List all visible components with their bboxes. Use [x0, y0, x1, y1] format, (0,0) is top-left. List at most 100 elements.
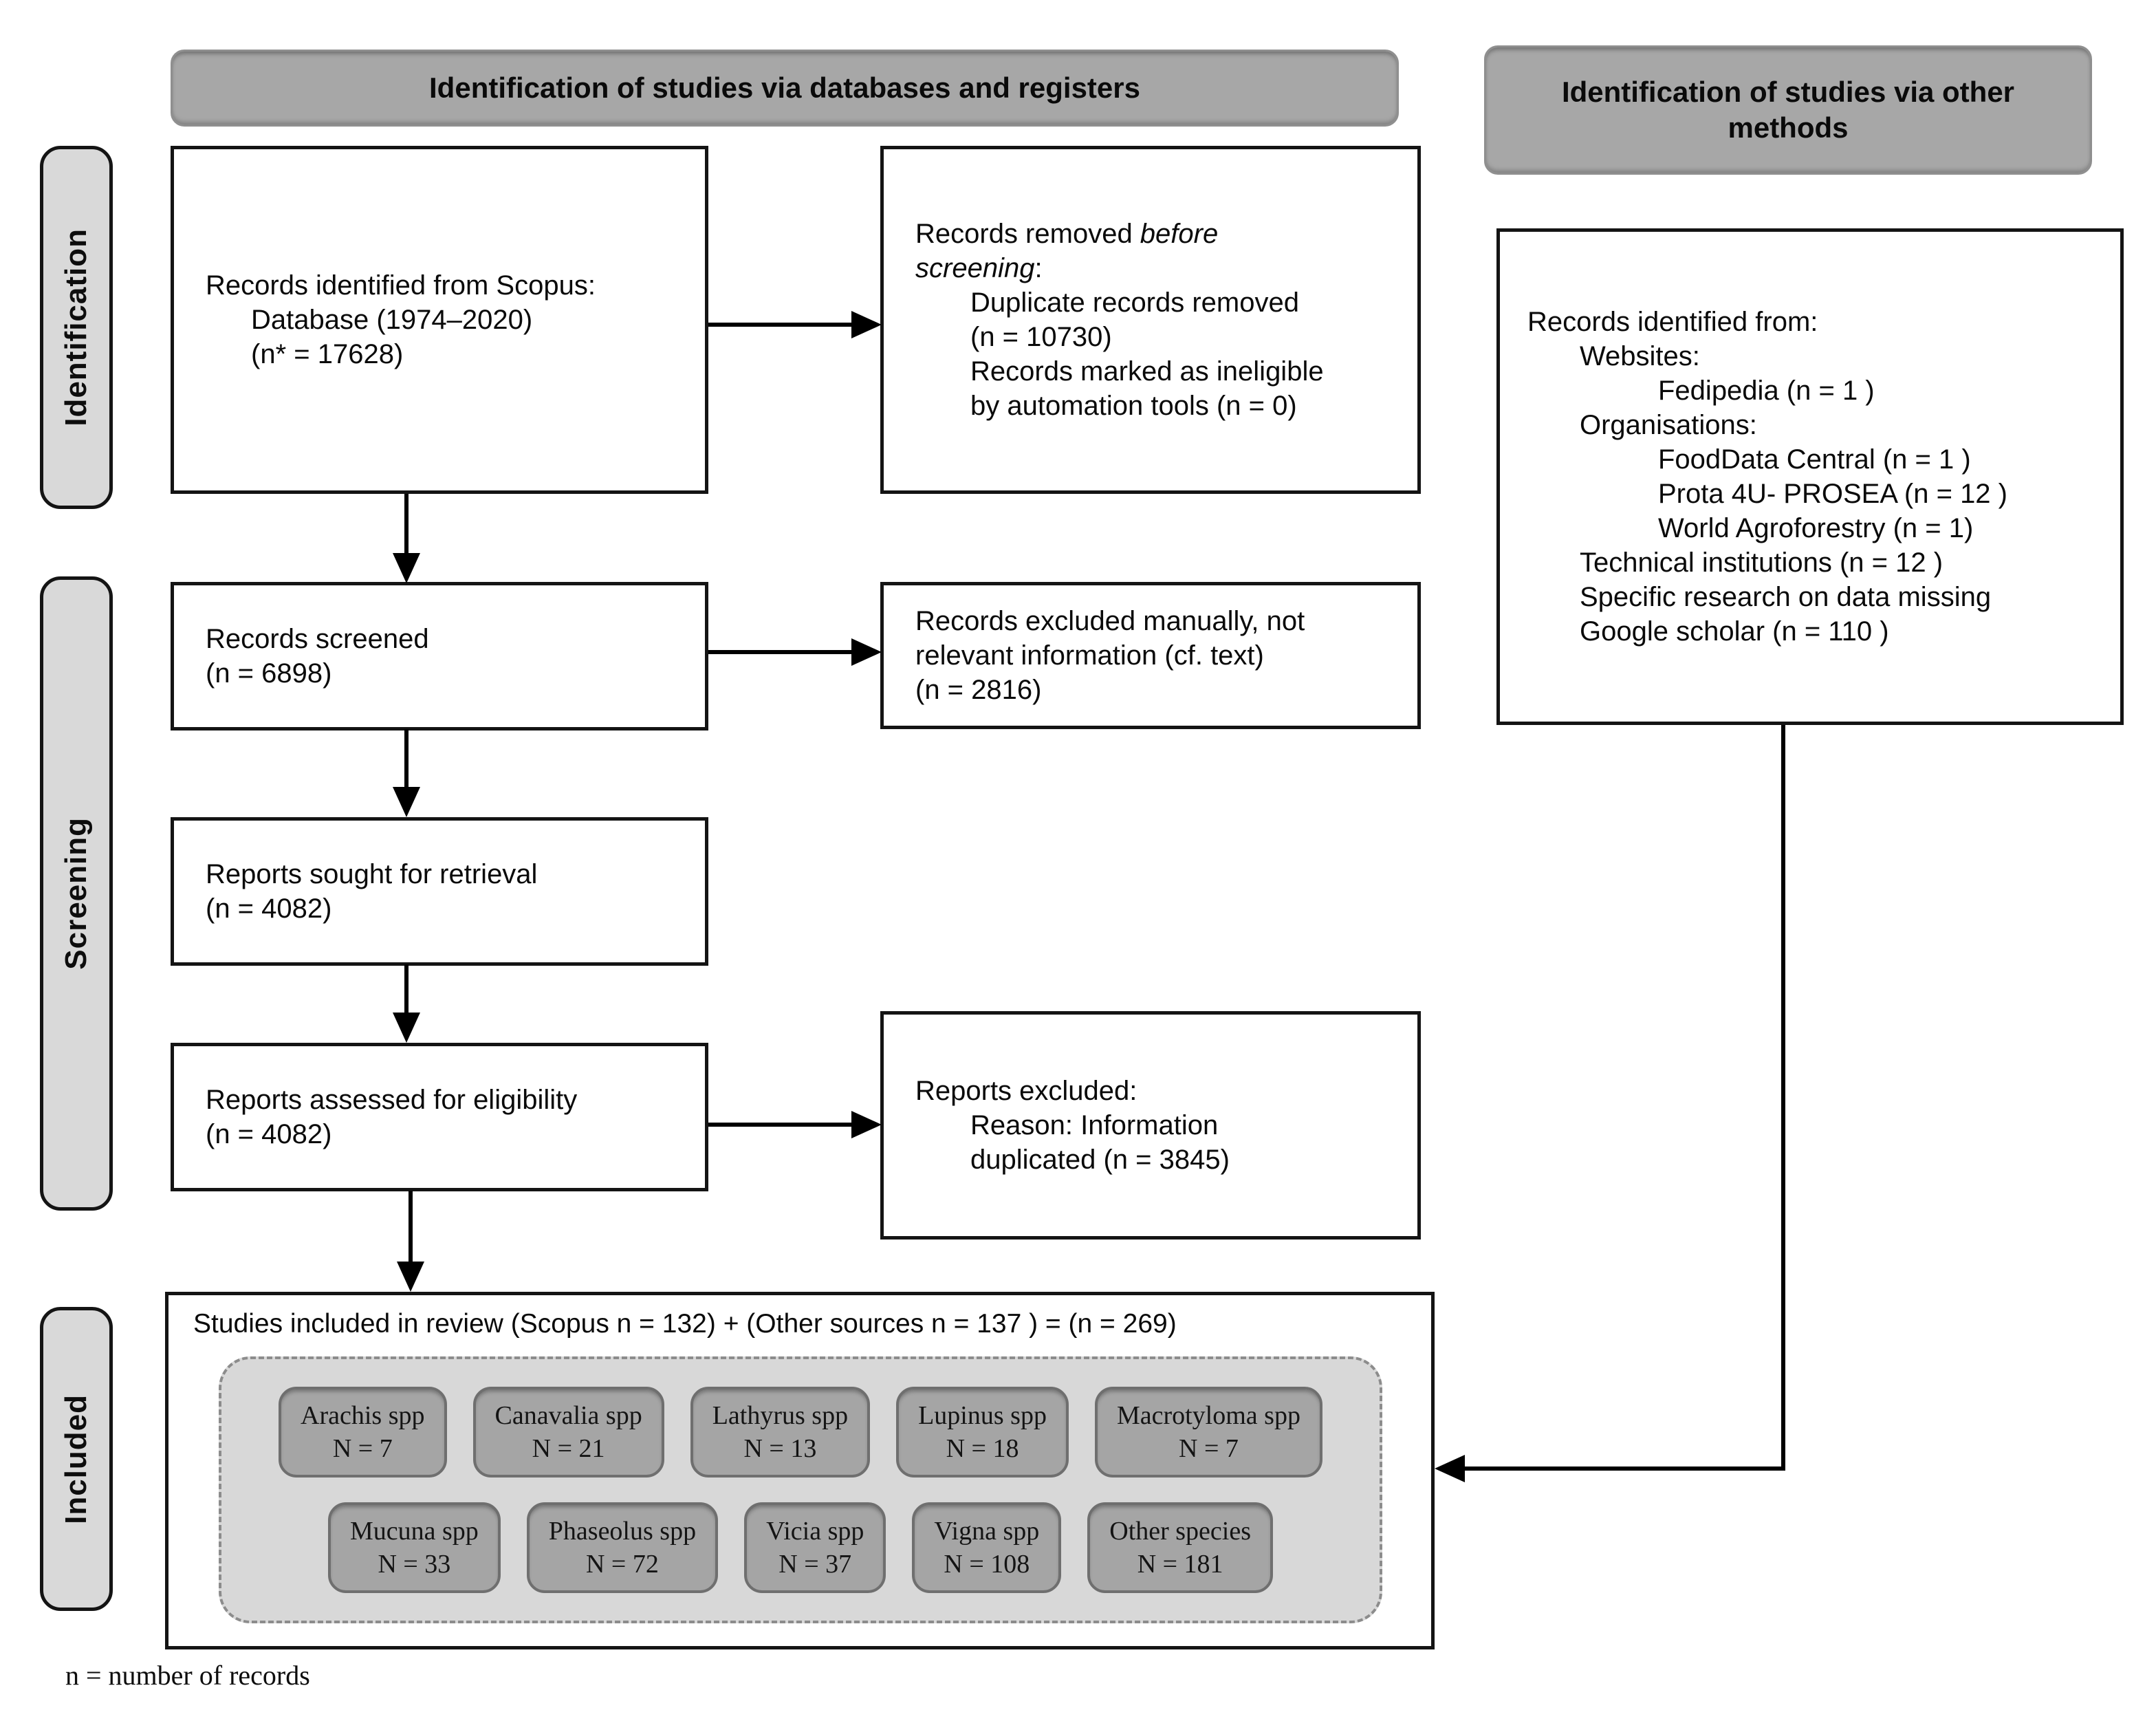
species-count: N = 21	[532, 1434, 605, 1463]
box-reports-sought: Reports sought for retrieval (n = 4082)	[171, 817, 708, 966]
arrow-shaft	[708, 1123, 856, 1127]
box-reports-excluded: Reports excluded: Reason: Information du…	[880, 1011, 1421, 1240]
arrow-shaft	[404, 729, 409, 790]
box-line: Duplicate records removed	[970, 288, 1299, 318]
stage-identification-text: Identification	[59, 228, 93, 426]
header-other-methods-label: Identification of studies via other meth…	[1561, 76, 2015, 144]
header-databases-registers: Identification of studies via databases …	[171, 50, 1399, 127]
box-line: Database (1974–2020)	[251, 305, 533, 335]
box-line: World Agroforestry (n = 1)	[1658, 513, 1974, 543]
included-title: Studies included in review (Scopus n = 1…	[193, 1309, 1177, 1339]
box-line: Fedipedia (n = 1 )	[1658, 376, 1875, 406]
header-other-methods: Identification of studies via other meth…	[1484, 45, 2092, 175]
arrow-head	[393, 787, 420, 817]
stage-screening-text: Screening	[59, 817, 93, 970]
arrow-shaft	[404, 494, 409, 557]
box-line: Records identified from:	[1527, 307, 1818, 337]
arrow-head	[1435, 1455, 1465, 1482]
box-line: Reports sought for retrieval	[206, 859, 538, 889]
box-records-screened: Records screened (n = 6898)	[171, 582, 708, 730]
box-line: Websites:	[1580, 341, 1700, 371]
species-name: Phaseolus spp	[548, 1517, 697, 1546]
species-row-2: Mucuna spp N = 33 Phaseolus spp N = 72 V…	[239, 1502, 1362, 1593]
box-line: Records removed before	[915, 217, 1401, 251]
box-line: (n = 2816)	[915, 675, 1042, 705]
species-count: N = 18	[946, 1434, 1019, 1463]
stage-label-identification: Identification	[40, 146, 113, 509]
arrow-shaft	[708, 650, 856, 654]
species-box-lathyrus: Lathyrus spp N = 13	[690, 1387, 871, 1478]
arrow-head	[851, 1111, 882, 1138]
species-name: Macrotyloma spp	[1116, 1401, 1300, 1430]
species-count: N = 13	[743, 1434, 817, 1463]
box-line: Reports excluded:	[915, 1076, 1137, 1106]
box-reports-assessed: Reports assessed for eligibility (n = 40…	[171, 1043, 708, 1191]
box-line: Records marked as ineligible	[970, 356, 1324, 387]
species-count: N = 72	[585, 1550, 659, 1579]
species-box-mucuna: Mucuna spp N = 33	[327, 1502, 501, 1593]
box-line: (n = 4082)	[206, 1119, 332, 1149]
footnote: n = number of records	[65, 1660, 310, 1691]
species-name: Mucuna spp	[349, 1517, 479, 1546]
box-line: Records excluded manually, not	[915, 606, 1305, 636]
species-name: Canavalia spp	[494, 1401, 642, 1430]
species-count: N = 37	[778, 1550, 852, 1579]
species-box-vigna: Vigna spp N = 108	[912, 1502, 1062, 1593]
box-line: Prota 4U- PROSEA (n = 12 )	[1658, 479, 2007, 509]
species-name: Arachis spp	[301, 1401, 425, 1430]
arrow-head	[851, 638, 882, 666]
box-records-identified-other: Records identified from: Websites: Fedip…	[1496, 228, 2124, 725]
header-databases-registers-label: Identification of studies via databases …	[429, 72, 1140, 104]
box-line: Records screened	[206, 624, 429, 654]
species-box-phaseolus: Phaseolus spp N = 72	[526, 1502, 719, 1593]
species-count: N = 108	[944, 1550, 1030, 1579]
species-box-vicia: Vicia spp N = 37	[744, 1502, 886, 1593]
species-name: Vigna spp	[934, 1517, 1040, 1546]
box-line: Reports assessed for eligibility	[206, 1085, 578, 1115]
box-line: Reason: Information	[970, 1110, 1219, 1140]
box-studies-included: Studies included in review (Scopus n = 1…	[165, 1292, 1435, 1649]
text-segment-italic: screening	[915, 253, 1035, 283]
species-count: N = 33	[378, 1550, 451, 1579]
box-line: (n* = 17628)	[251, 339, 404, 369]
box-line: (n = 4082)	[206, 894, 332, 924]
species-name: Vicia spp	[766, 1517, 864, 1546]
arrow-head	[397, 1262, 424, 1292]
box-line: Organisations:	[1580, 410, 1757, 440]
box-line: screening:	[915, 251, 1401, 285]
arrow-shaft	[404, 964, 409, 1015]
box-line: Records identified from Scopus:	[206, 270, 596, 301]
box-line: relevant information (cf. text)	[915, 640, 1264, 671]
box-line: Google scholar (n = 110 )	[1580, 616, 1889, 647]
species-name: Other species	[1109, 1517, 1252, 1546]
stage-label-included: Included	[40, 1307, 113, 1611]
species-box-canavalia: Canavalia spp N = 21	[472, 1387, 664, 1478]
species-count: N = 7	[1179, 1434, 1239, 1463]
box-line: by automation tools (n = 0)	[970, 391, 1297, 421]
arrow-shaft	[1462, 1467, 1785, 1471]
arrow-shaft	[708, 323, 856, 327]
arrow-shaft	[409, 1191, 413, 1262]
box-line: Technical institutions (n = 12 )	[1580, 548, 1943, 578]
text-segment: Records removed	[915, 219, 1140, 249]
species-box-other: Other species N = 181	[1087, 1502, 1274, 1593]
text-segment-italic: before	[1140, 219, 1219, 249]
species-box-macrotyloma: Macrotyloma spp N = 7	[1094, 1387, 1322, 1478]
box-line: (n = 10730)	[970, 322, 1112, 352]
stage-included-text: Included	[59, 1394, 93, 1524]
species-box-lupinus: Lupinus spp N = 18	[896, 1387, 1069, 1478]
arrow-head	[393, 1013, 420, 1043]
box-line: FoodData Central (n = 1 )	[1658, 444, 1971, 475]
species-name: Lupinus spp	[918, 1401, 1047, 1430]
box-line: (n = 6898)	[206, 658, 332, 689]
box-records-removed-before-screening: Records removed before screening: Duplic…	[880, 146, 1421, 494]
species-name: Lathyrus spp	[712, 1401, 849, 1430]
species-count: N = 181	[1137, 1550, 1223, 1579]
arrow-head	[851, 311, 882, 338]
arrow-shaft	[1781, 725, 1785, 1471]
species-row-1: Arachis spp N = 7 Canavalia spp N = 21 L…	[239, 1387, 1362, 1478]
species-panel: Arachis spp N = 7 Canavalia spp N = 21 L…	[219, 1356, 1382, 1623]
box-records-identified-scopus: Records identified from Scopus: Database…	[171, 146, 708, 494]
species-count: N = 7	[332, 1434, 393, 1463]
